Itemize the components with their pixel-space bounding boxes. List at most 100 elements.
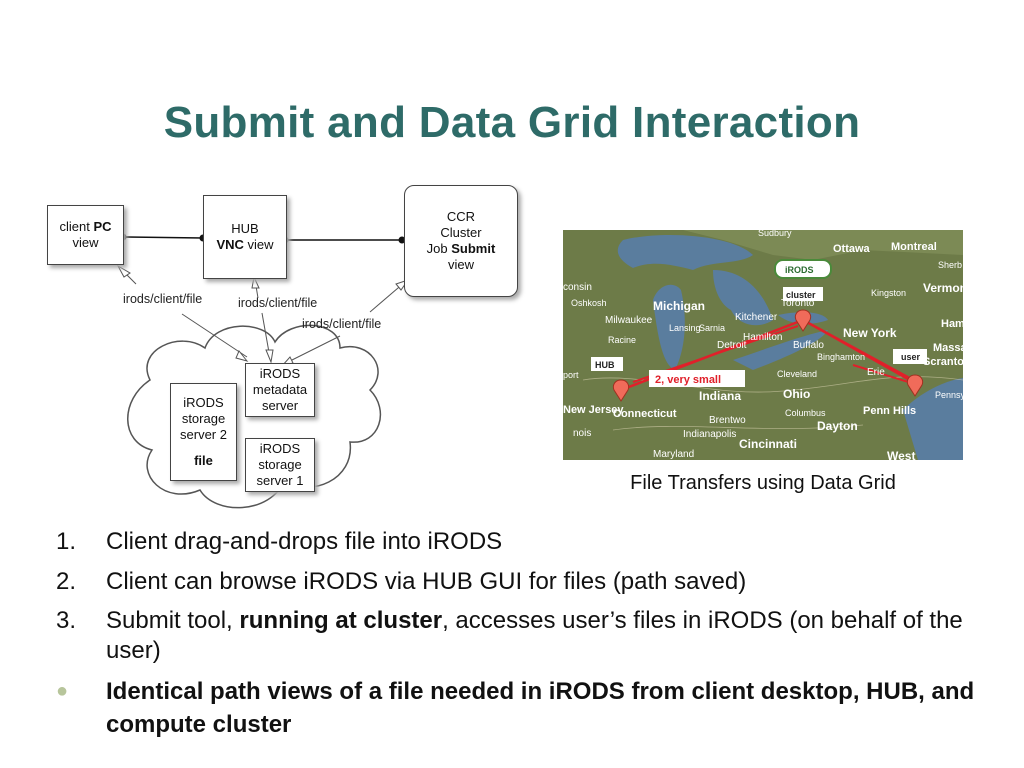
list-item-bold: running at cluster xyxy=(239,607,443,634)
arrowhead xyxy=(265,349,274,364)
hub-label-box xyxy=(591,357,623,371)
hub-vnc-view-box: HUB VNC view xyxy=(203,195,287,279)
map-place-label: Sherb xyxy=(938,260,962,270)
map-place-label: Oshkosh xyxy=(571,298,607,308)
path-label-hub: irods/client/file xyxy=(238,296,318,310)
map-place-label: Toronto xyxy=(781,298,815,309)
storage-server-1-box: iRODS storage server 1 xyxy=(245,438,315,492)
irods-logo xyxy=(774,259,832,279)
ccr-cluster-box: CCR Cluster Job Submit view xyxy=(404,185,518,297)
map-place-label: Michigan xyxy=(653,299,705,313)
list-number: 2. xyxy=(56,568,77,595)
user-label-box xyxy=(893,349,927,364)
map-place-label: Dayton xyxy=(817,419,858,433)
client-box-line2: view xyxy=(72,235,99,250)
map-label-transfer: 2, very small xyxy=(655,374,721,386)
path-label-ccr: irods/client/file xyxy=(302,317,382,331)
list-item-text-rest: , accesses user’s files in iRODS (on beh… xyxy=(106,607,963,664)
arrowhead xyxy=(235,350,249,362)
map-place-label: Columbus xyxy=(785,408,826,418)
arrowhead xyxy=(116,264,131,278)
map-place-label: New York xyxy=(843,326,897,340)
map-place-label: Cincinnati xyxy=(739,437,797,451)
ccr-box-line1: CCR xyxy=(446,209,476,224)
cluster-marker-icon xyxy=(794,309,812,332)
client-box-text: client xyxy=(59,219,94,234)
client-pc-view-box: client PC view xyxy=(47,205,124,265)
map-place-label: Racine xyxy=(608,335,636,345)
list-number: 3. xyxy=(56,607,77,634)
hub-marker-icon xyxy=(612,379,630,402)
arrow-client-metadata xyxy=(181,313,248,358)
map-place-label: Pennsylvania xyxy=(935,390,963,400)
storage1-line3: server 1 xyxy=(256,473,304,488)
map-place-label: Erie xyxy=(867,367,885,378)
storage2-line2: storage xyxy=(181,411,226,426)
cluster-label-box xyxy=(783,287,823,301)
hub-box-line2: view xyxy=(243,237,274,252)
list-item: 1. Client drag-and-drops file into iRODS xyxy=(50,526,1010,557)
map-place-label: Ottawa xyxy=(833,243,871,255)
map-place-label: Indiana xyxy=(699,389,741,403)
metadata-line1: iRODS xyxy=(259,366,301,381)
ccr-box-line4: view xyxy=(447,257,474,272)
map-place-label: Penn Hills xyxy=(863,405,916,417)
metadata-line3: server xyxy=(261,398,299,413)
map-place-label: Milwaukee xyxy=(605,315,653,326)
map-place-label: Vermont xyxy=(923,281,963,295)
map-place-label: port xyxy=(563,370,579,380)
storage1-line2: storage xyxy=(258,457,302,472)
map-place-label: consin xyxy=(563,282,592,293)
map-place-label: Montreal xyxy=(891,241,937,253)
ccr-box-bold: Submit xyxy=(451,241,496,256)
ccr-box-line2: Cluster xyxy=(440,225,482,240)
list-item: 2. Client can browse iRODS via HUB GUI f… xyxy=(50,566,1010,597)
map-label-user: user xyxy=(901,352,921,362)
map-place-label: Brentwo xyxy=(709,415,746,426)
list-item-text: Submit tool, xyxy=(106,607,240,634)
storage-server-2-box: iRODS storage server 2 file xyxy=(170,383,237,481)
map-place-label: Lansing xyxy=(669,323,701,333)
map-place-label: Ham xyxy=(941,318,963,330)
map-place-label: Sudbury xyxy=(758,230,792,238)
storage1-line1: iRODS xyxy=(259,441,301,456)
metadata-server-box: iRODS metadata server xyxy=(245,363,315,417)
map-place-label: Hamilton xyxy=(743,332,782,343)
storage2-file: file xyxy=(194,453,213,468)
map-label-hub: HUB xyxy=(595,360,615,370)
arrowhead xyxy=(251,275,260,289)
map-place-label: Kingston xyxy=(871,288,906,298)
map-place-label: nois xyxy=(573,428,591,439)
bullet-dot-icon: ● xyxy=(56,680,69,702)
map-place-label: Sarnia xyxy=(699,323,725,333)
map-place-label: Kitchener xyxy=(735,312,778,323)
list-item-text: Client drag-and-drops file into iRODS xyxy=(106,528,503,555)
map-place-label: Scranton xyxy=(923,356,963,368)
bullet-item-text: Identical path views of a file needed in… xyxy=(106,678,975,738)
client-hub-line xyxy=(122,236,204,239)
map-place-label: Joliet xyxy=(593,361,615,371)
architecture-diagram: client PC view HUB VNC view CCR Cluster … xyxy=(40,180,540,520)
bullet-item: ● Identical path views of a file needed … xyxy=(50,675,1010,741)
map-label-cluster: cluster xyxy=(786,290,816,300)
map-caption: File Transfers using Data Grid xyxy=(630,472,896,494)
map-place-label: Delaware xyxy=(563,230,606,233)
storage2-line3: server 2 xyxy=(180,427,227,442)
user-marker-icon xyxy=(906,374,924,397)
bullet-list: 1. Client drag-and-drops file into iRODS… xyxy=(50,526,1010,750)
hub-box-line1: HUB xyxy=(231,221,259,236)
metadata-line2: metadata xyxy=(252,382,308,397)
map-place-label: Indianapolis xyxy=(683,429,736,440)
slide-title: Submit and Data Grid Interaction xyxy=(163,98,861,147)
map-place-label: New Jersey xyxy=(563,404,624,416)
transfer-label-box xyxy=(649,370,745,387)
map-place-label: Connecticut xyxy=(613,408,677,420)
map-place-label: West xyxy=(887,449,915,460)
map-place-label: Detroit xyxy=(717,340,747,351)
connector-dot xyxy=(398,236,406,244)
path-label-client: irods/client/file xyxy=(123,292,203,306)
storage2-line1: iRODS xyxy=(183,395,224,410)
hub-box-bold: VNC xyxy=(216,237,244,252)
